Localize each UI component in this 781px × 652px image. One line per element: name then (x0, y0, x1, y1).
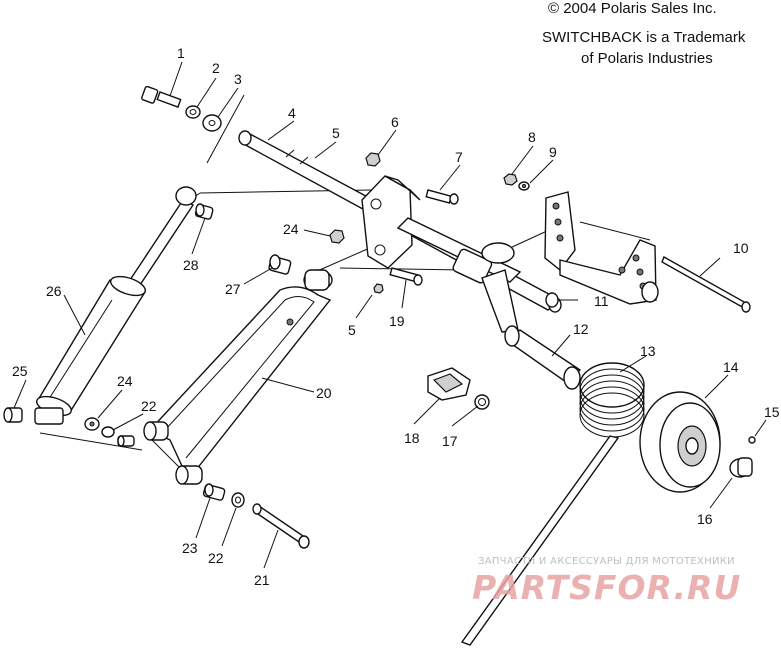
callout-17: 17 (442, 433, 458, 449)
callout-2: 2 (212, 60, 220, 76)
part-20-swing-arm (143, 269, 333, 485)
leader-lines (13, 61, 767, 569)
callout-3: 3 (234, 71, 242, 87)
callout-9: 9 (549, 144, 557, 160)
part-16-clamp (729, 457, 753, 478)
callout-10: 10 (733, 240, 749, 256)
part-1-bolt (141, 85, 182, 108)
pivot-bracket (361, 175, 421, 269)
callout-13: 13 (640, 343, 656, 359)
callout-26: 26 (46, 283, 62, 299)
callout-11: 11 (594, 293, 609, 309)
part-3-washer (202, 114, 222, 132)
part-bushing-mid (117, 435, 135, 447)
part-11-shaft-end (545, 292, 559, 308)
callout-7: 7 (455, 149, 463, 165)
watermark-logo-text: PARTSFOR.RU (472, 568, 742, 607)
callout-25: 25 (12, 363, 28, 379)
callout-20: 20 (316, 385, 332, 401)
part-18-cam (427, 367, 471, 401)
callout-5-lower: 5 (348, 322, 356, 338)
part-19-bolt (389, 267, 423, 286)
part-17-washer (474, 394, 490, 410)
part-2-washer (185, 105, 201, 119)
part-12-tube (504, 325, 582, 390)
callout-22-lower: 22 (208, 550, 224, 566)
callout-14: 14 (723, 359, 739, 375)
callout-4: 4 (288, 105, 296, 121)
callout-19: 19 (389, 313, 405, 329)
part-15-ball (748, 436, 756, 444)
part-27-bushing (268, 254, 292, 275)
part-21-pin (252, 503, 310, 549)
callout-6: 6 (391, 114, 399, 130)
copyright-text: © 2004 Polaris Sales Inc. (548, 0, 717, 17)
callout-8: 8 (528, 129, 536, 145)
part-5-nut-small (373, 283, 384, 294)
part-13-spring (460, 362, 645, 646)
callout-24-lower: 24 (117, 373, 133, 389)
part-6-nut (365, 152, 381, 167)
callout-23: 23 (182, 540, 198, 556)
part-25-bushing (3, 407, 23, 423)
part-26-shock (34, 186, 197, 425)
part-10-rod (661, 255, 751, 313)
callout-numbers: 1 2 3 4 5 6 7 8 9 24 28 10 26 27 5 19 11… (12, 45, 780, 588)
part-7-bolt (425, 189, 459, 205)
crossbar-assembly (396, 217, 522, 333)
callout-15: 15 (764, 404, 780, 420)
callout-22-upper: 22 (141, 398, 157, 414)
callout-28: 28 (183, 257, 199, 273)
callout-27: 27 (225, 281, 241, 297)
part-22-washer-upper (101, 426, 115, 438)
right-bracket (544, 191, 659, 305)
trademark-line-2: of Polaris Industries (581, 50, 713, 67)
callout-12: 12 (573, 321, 589, 337)
part-22-washer-lower (231, 492, 245, 508)
callout-1: 1 (177, 45, 185, 61)
part-9-washer (518, 181, 530, 191)
trademark-line-1: SWITCHBACK is a Trademark (542, 29, 746, 46)
callout-18: 18 (404, 430, 420, 446)
part-24-nut (329, 229, 345, 244)
part-14-wheel (639, 391, 721, 493)
callout-24-top: 24 (283, 221, 299, 237)
callout-5: 5 (332, 125, 340, 141)
callout-16: 16 (697, 511, 713, 527)
part-28-bushing (194, 203, 214, 220)
part-8-nut (503, 173, 518, 186)
part-23-bushing (202, 483, 226, 501)
callout-21: 21 (254, 572, 270, 588)
part-24-washer-lower (84, 417, 100, 431)
watermark-tagline: ЗАПЧАСТИ И АКСЕССУАРЫ ДЛЯ МОТОТЕХНИКИ (478, 556, 735, 567)
